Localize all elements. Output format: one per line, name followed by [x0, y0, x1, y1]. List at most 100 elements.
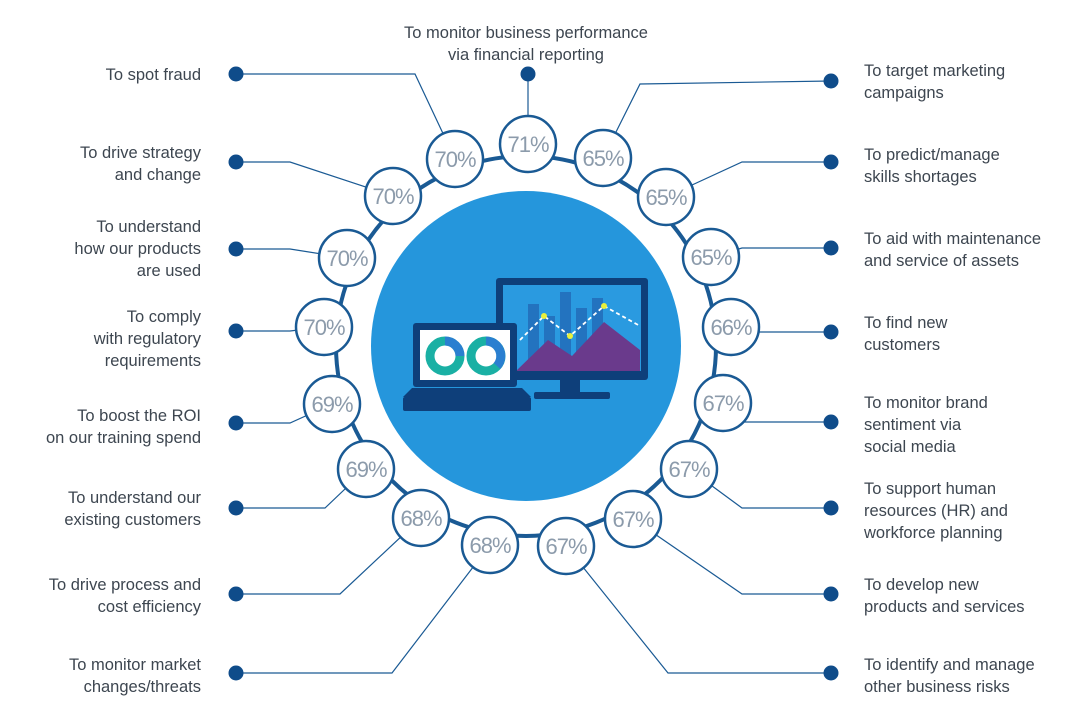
item-label-line: To monitor brand	[864, 394, 988, 412]
percent-node-circle	[336, 439, 396, 499]
item-label-line: To find new	[864, 314, 948, 332]
percent-value: 69%	[345, 457, 386, 482]
item-label-line: and change	[115, 166, 201, 184]
connector-line	[236, 73, 456, 160]
percent-node-circle	[681, 227, 741, 287]
percent-value: 65%	[690, 245, 731, 270]
item-label-line: and service of assets	[864, 252, 1019, 270]
endpoint-dots	[228, 66, 839, 681]
percent-node: 70%	[363, 166, 423, 226]
item-label-line: social media	[864, 438, 957, 456]
percent-value: 67%	[668, 457, 709, 482]
item-label: To spot fraud	[106, 66, 201, 84]
endpoint-dot	[228, 323, 244, 339]
item-label-line: how our products	[74, 240, 201, 258]
endpoint-dot	[823, 414, 839, 430]
item-label-line: existing customers	[64, 511, 201, 529]
endpoint-dot	[228, 500, 244, 516]
percent-node: 67%	[603, 489, 663, 549]
percent-node-circle	[659, 439, 719, 499]
percent-node-circle	[363, 166, 423, 226]
percent-value: 67%	[545, 534, 586, 559]
item-label-line: To comply	[127, 308, 202, 326]
connector-line	[236, 517, 422, 595]
percent-node: 68%	[391, 488, 451, 548]
item-label-line: changes/threats	[84, 678, 201, 696]
percent-node: 70%	[294, 297, 354, 357]
item-label-line: are used	[137, 262, 201, 280]
percent-node-circle	[573, 128, 633, 188]
percent-node: 66%	[701, 297, 761, 357]
item-label-line: To monitor business performance	[404, 24, 648, 42]
percent-nodes: 71%65%65%65%66%67%67%67%67%68%68%69%69%7…	[294, 114, 761, 576]
item-label-line: To develop new	[864, 576, 979, 594]
item-label: To monitor business performance via finan…	[404, 24, 648, 64]
percent-node-circle	[603, 489, 663, 549]
percent-value: 71%	[507, 132, 548, 157]
item-label: To monitor market changes/threats	[69, 656, 201, 696]
item-label-line: To monitor market	[69, 656, 201, 674]
percent-value: 70%	[372, 184, 413, 209]
percent-node: 71%	[498, 114, 558, 174]
connector-line	[632, 518, 831, 595]
percent-value: 70%	[303, 315, 344, 340]
item-label-line: on our training spend	[46, 429, 201, 447]
analytics-illustration	[403, 278, 648, 411]
connector-line	[602, 80, 832, 159]
item-label-line: via financial reporting	[448, 46, 604, 64]
percent-value: 67%	[702, 391, 743, 416]
item-label-line: other business risks	[864, 678, 1010, 696]
percent-node: 65%	[573, 128, 633, 188]
connector-line	[236, 544, 491, 674]
endpoint-dot	[228, 154, 244, 170]
endpoint-dot	[823, 73, 839, 89]
percent-node: 65%	[636, 167, 696, 227]
item-label: To develop new products and services	[864, 576, 1025, 616]
item-label-line: To boost the ROI	[77, 407, 201, 425]
item-label-line: workforce planning	[863, 524, 1003, 542]
item-label-line: requirements	[105, 352, 201, 370]
item-label-line: sentiment via	[864, 416, 962, 434]
endpoint-dot	[823, 500, 839, 516]
item-label-line: customers	[864, 336, 940, 354]
item-label: To understand how our products are used	[74, 218, 201, 280]
percent-value: 70%	[434, 147, 475, 172]
item-label-line: To understand our	[68, 489, 202, 507]
monitor-icon	[496, 278, 648, 399]
percent-value: 68%	[469, 533, 510, 558]
percent-node: 67%	[536, 516, 596, 576]
endpoint-dot	[823, 324, 839, 340]
area-mountain	[516, 322, 640, 371]
percent-node-circle	[391, 488, 451, 548]
percent-value: 68%	[400, 506, 441, 531]
item-label-line: To understand	[96, 218, 201, 236]
endpoint-dot	[228, 241, 244, 257]
percent-node-circle	[701, 297, 761, 357]
percent-value: 69%	[311, 392, 352, 417]
endpoint-dot	[823, 154, 839, 170]
endpoint-dot	[823, 240, 839, 256]
item-label-line: resources (HR) and	[864, 502, 1008, 520]
item-label: To understand our existing customers	[64, 489, 201, 529]
item-label-line: To spot fraud	[106, 66, 201, 84]
percent-node-circle	[317, 228, 377, 288]
percent-value: 65%	[645, 185, 686, 210]
percent-node: 69%	[336, 439, 396, 499]
item-label-line: cost efficiency	[98, 598, 202, 616]
connector-line	[236, 161, 394, 197]
item-label-line: products and services	[864, 598, 1025, 616]
item-label-line: To aid with maintenance	[864, 230, 1041, 248]
percent-node-circle	[294, 297, 354, 357]
endpoint-dot	[228, 665, 244, 681]
item-label-line: To drive strategy	[80, 144, 202, 162]
item-label-line: campaigns	[864, 84, 944, 102]
connector-line	[565, 545, 831, 674]
